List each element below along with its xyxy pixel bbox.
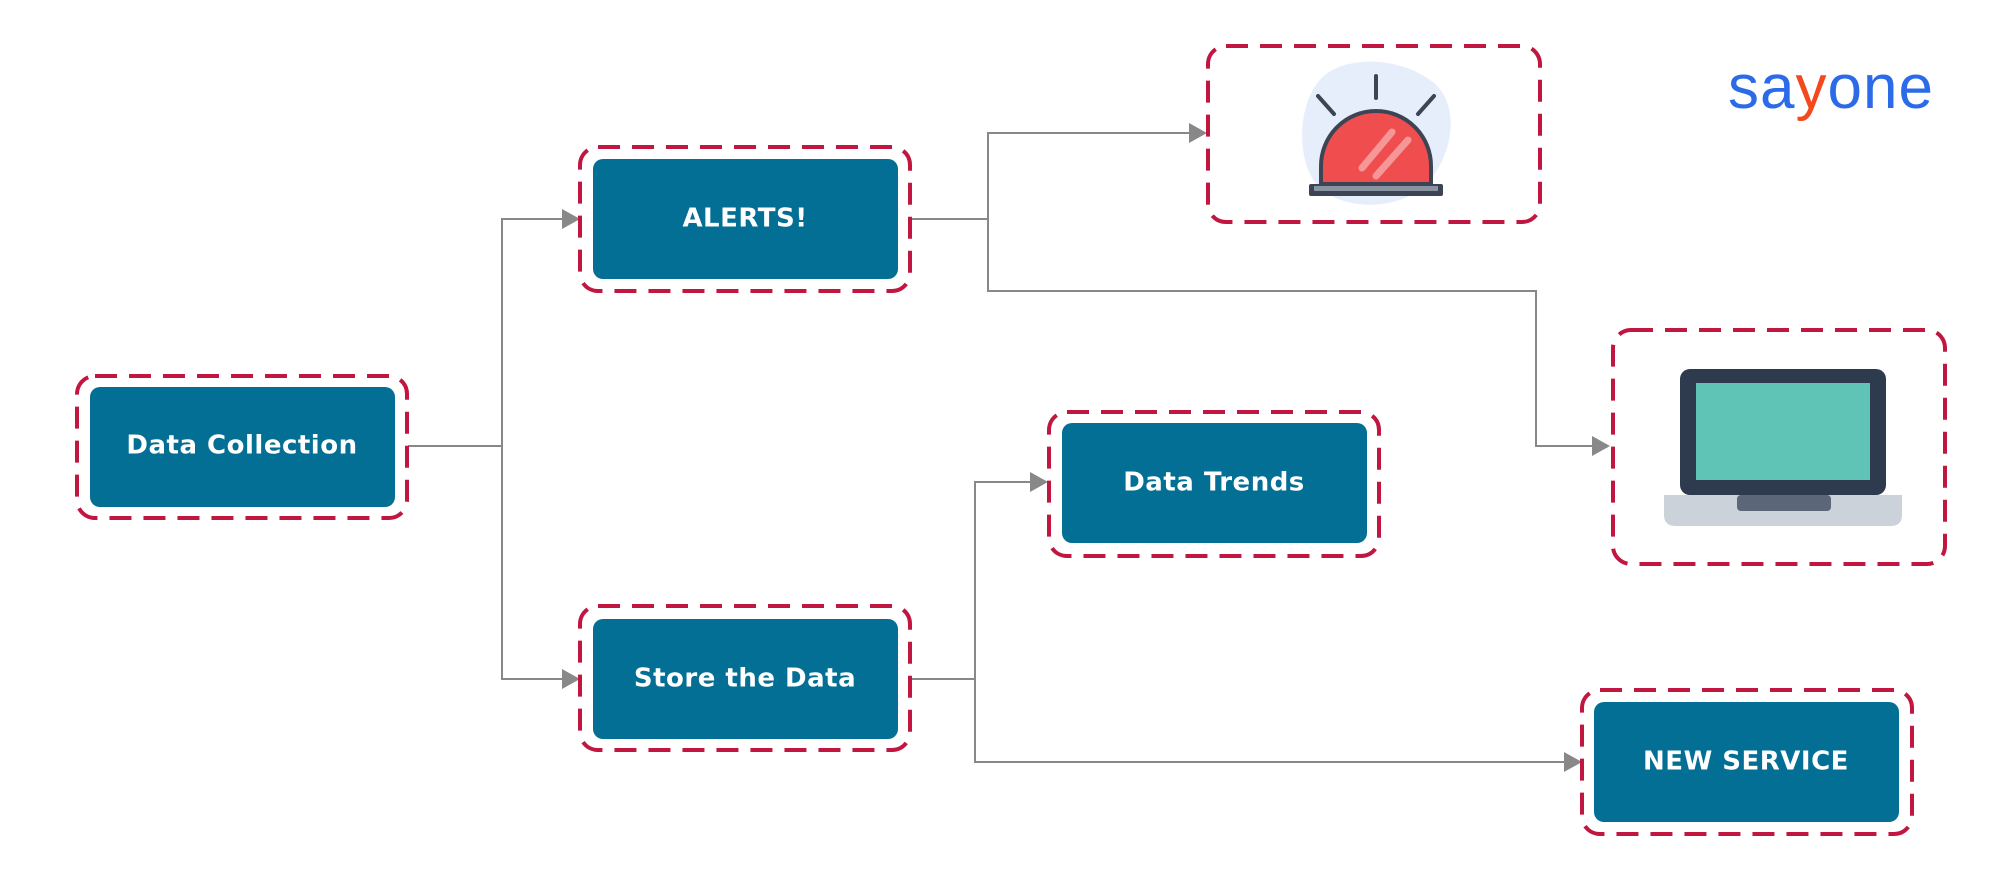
node-data-trends: Data Trends — [1062, 423, 1367, 543]
laptop-trackpad — [1737, 495, 1831, 511]
node-label-new-service: NEW SERVICE — [1643, 747, 1849, 777]
logo-text: sayone — [1728, 53, 1934, 122]
node-data-collection: Data Collection — [90, 387, 395, 507]
laptop-screen — [1696, 383, 1870, 480]
frame-store-data — [578, 604, 912, 752]
node-store-data: Store the Data — [593, 619, 898, 739]
node-label-store-data: Store the Data — [634, 664, 856, 694]
node-label-data-trends: Data Trends — [1123, 468, 1305, 498]
frame-data-trends — [1047, 410, 1381, 558]
node-alerts: ALERTS! — [593, 159, 898, 279]
sayone-logo: sayone — [1728, 53, 1934, 122]
connector-to-store — [501, 446, 580, 689]
node-label-data-collection: Data Collection — [126, 431, 357, 461]
frame-laptop — [1611, 328, 1947, 566]
alarm-siren-icon — [1302, 61, 1451, 205]
laptop-icon — [1664, 369, 1902, 526]
frame-new-service — [1580, 688, 1914, 836]
dashed-frames — [75, 44, 1947, 836]
connector-to-new-service — [974, 679, 1582, 772]
frame-alerts — [578, 145, 912, 293]
node-new-service: NEW SERVICE — [1594, 702, 1899, 822]
connector-to-alarm — [987, 123, 1207, 219]
connector-to-trends — [974, 472, 1048, 679]
node-label-alerts: ALERTS! — [682, 204, 807, 234]
frame-data-collection — [75, 374, 409, 520]
connector-to-alerts — [501, 209, 580, 446]
connectors — [408, 123, 1610, 772]
connector-to-laptop — [987, 219, 1610, 456]
frame-alarm — [1206, 44, 1542, 224]
